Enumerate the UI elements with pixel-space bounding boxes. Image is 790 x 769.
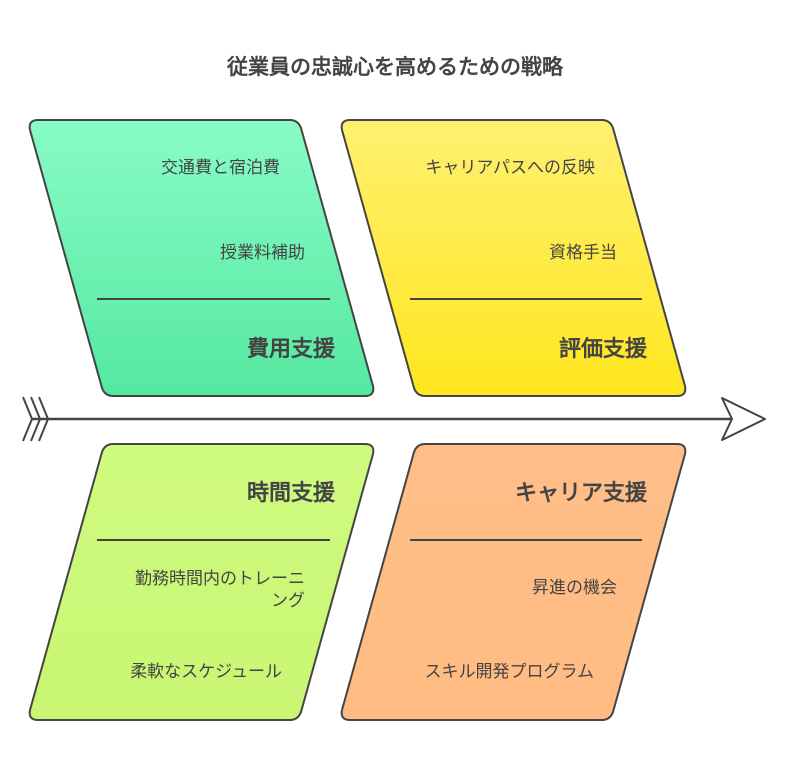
spine-arrow (22, 396, 766, 442)
branch-item: 柔軟なスケジュール (130, 662, 282, 682)
branch-item: ング (271, 591, 305, 611)
category-cost-support: 交通費と宿泊費 授業料補助 費用支援 (28, 119, 375, 397)
category-heading: キャリア支援 (515, 481, 648, 506)
category-evaluation-support: キャリアパスへの反映 資格手当 評価支援 (340, 119, 687, 397)
branch-item: 資格手当 (549, 243, 617, 263)
branch-item: 授業料補助 (220, 243, 305, 263)
category-heading: 時間支援 (247, 481, 336, 506)
category-heading: 費用支援 (247, 337, 336, 362)
branch-item: キャリアパスへの反映 (425, 158, 595, 178)
category-heading: 評価支援 (559, 336, 648, 362)
branch-item: 勤務時間内のトレーニ (135, 569, 305, 589)
category-career-support: キャリア支援 昇進の機会 スキル開発プログラム (340, 443, 687, 721)
branch-item: スキル開発プログラム (425, 662, 595, 682)
branch-item: 昇進の機会 (532, 578, 617, 598)
branch-item: 交通費と宿泊費 (161, 158, 280, 178)
category-time-support: 時間支援 勤務時間内のトレーニ ング 柔軟なスケジュール (28, 443, 375, 721)
diagram-title: 従業員の忠誠心を高めるための戦略 (226, 55, 564, 79)
